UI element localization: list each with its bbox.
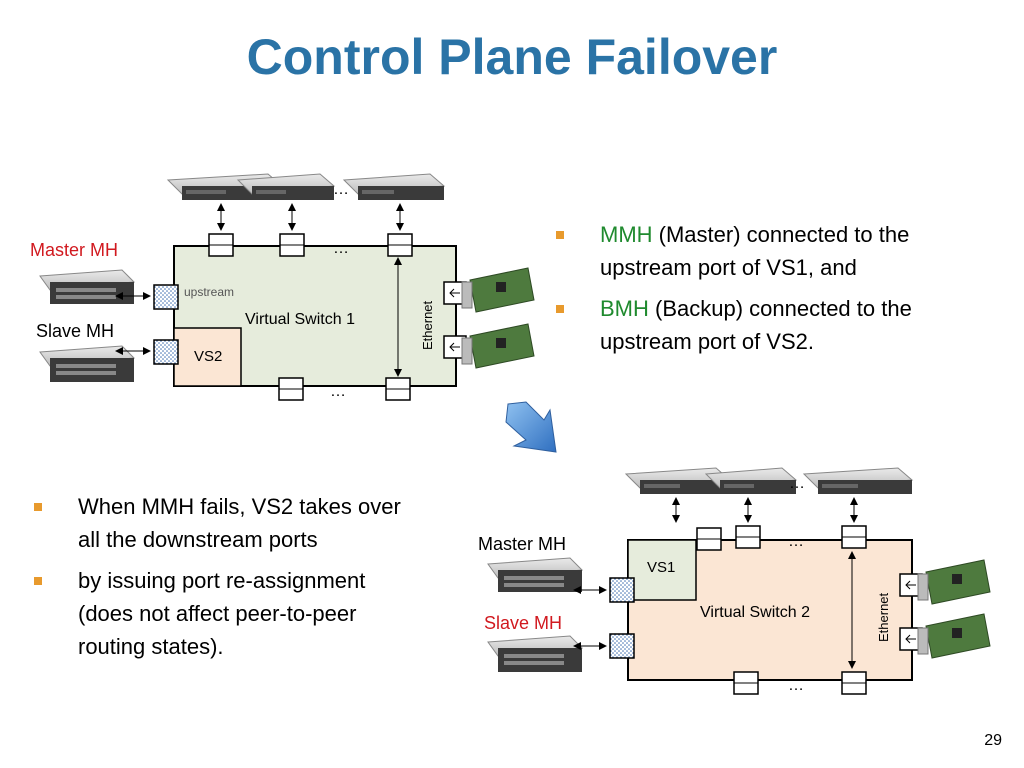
network-card-icon	[917, 613, 991, 659]
top-diagram: … VS2 Virtual Switch 1 upstream … … Ethe…	[30, 173, 535, 401]
server-icon	[802, 467, 914, 494]
bullet-bmh: BMH (Backup) connected to the upstream p…	[556, 292, 996, 358]
left-bullet-list: When MMH fails, VS2 takes over all the d…	[34, 490, 474, 663]
vs2-sub-box	[173, 327, 242, 387]
master-mh-label: Master MH	[478, 534, 566, 554]
upstream-port	[609, 577, 635, 603]
ellipsis: …	[330, 383, 346, 400]
bullet-marker	[34, 577, 42, 585]
host-server-icon	[487, 557, 584, 592]
server-icon	[236, 173, 336, 200]
ellipsis: …	[333, 240, 349, 257]
bullet-marker	[34, 503, 42, 511]
bullet-highlight-bmh: BMH	[600, 296, 649, 321]
bullet-marker	[556, 305, 564, 313]
bullet-text-line2: upstream port of VS1, and	[600, 255, 857, 280]
bullet-highlight-mmh: MMH	[600, 222, 653, 247]
upstream-port	[609, 633, 635, 659]
switch-label: Virtual Switch 2	[700, 604, 810, 621]
upstream-port	[153, 339, 179, 365]
bullet-marker	[556, 231, 564, 239]
ellipsis: …	[789, 475, 805, 492]
network-card-icon	[917, 559, 991, 605]
ethernet-label: Ethernet	[876, 592, 891, 642]
master-mh-label: Master MH	[30, 240, 118, 260]
bullet-mmh-fails: When MMH fails, VS2 takes over all the d…	[34, 490, 474, 556]
slave-mh-label: Slave MH	[36, 321, 114, 341]
sub-switch-label: VS1	[647, 559, 675, 576]
bullet-text-line1: When MMH fails, VS2 takes over	[78, 494, 401, 519]
sub-switch-label: VS2	[194, 348, 222, 365]
server-icon	[704, 467, 798, 494]
server-icon	[624, 467, 732, 494]
bullet-text-line2: (does not affect peer-to-peer	[78, 601, 357, 626]
bullet-mmh: MMH (Master) connected to the upstream p…	[556, 218, 996, 284]
server-icon	[342, 173, 446, 200]
bullet-port-reassignment: by issuing port re-assignment (does not …	[34, 564, 474, 663]
bullet-text-line1: (Backup) connected to the	[648, 296, 912, 321]
upstream-port	[153, 284, 179, 310]
switch-label: Virtual Switch 1	[245, 311, 355, 328]
bullet-text-line1: by issuing port re-assignment	[78, 568, 366, 593]
host-server-icon	[487, 635, 584, 672]
ellipsis: …	[788, 677, 804, 694]
slave-mh-label: Slave MH	[484, 613, 562, 633]
page-number: 29	[984, 732, 1002, 749]
transition-arrow-icon	[505, 401, 557, 453]
network-card-icon	[461, 267, 535, 313]
bullet-text-line1: (Master) connected to the	[652, 222, 910, 247]
bullet-text-line2: upstream port of VS2.	[600, 329, 814, 354]
bullet-text-line2: all the downstream ports	[78, 527, 318, 552]
host-server-icon	[39, 345, 136, 382]
ethernet-label: Ethernet	[420, 300, 435, 350]
network-card-icon	[461, 323, 535, 369]
vs1-sub-box	[627, 539, 697, 601]
bullet-text-line3: routing states).	[78, 634, 224, 659]
slide-title: Control Plane Failover	[246, 29, 778, 85]
ellipsis: …	[333, 181, 349, 198]
host-server-icon	[39, 269, 136, 304]
bottom-diagram: … VS1 Virtual Switch 2 … … Ethernet	[478, 467, 991, 695]
right-bullet-list: MMH (Master) connected to the upstream p…	[556, 218, 996, 358]
ellipsis: …	[788, 533, 804, 550]
upstream-label: upstream	[184, 285, 234, 299]
